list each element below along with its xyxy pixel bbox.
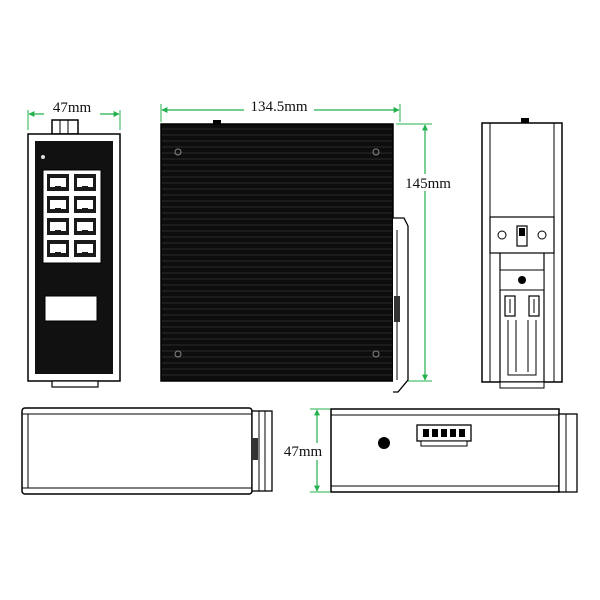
ground-screw-icon (378, 437, 390, 449)
bottom-view-right (330, 408, 578, 493)
rear-clip-hole (518, 276, 526, 284)
rj45-port (74, 196, 96, 213)
terminal-pin (441, 429, 447, 437)
front-label-window (44, 295, 98, 322)
terminal-pin (432, 429, 438, 437)
front-width-label: 47mm (53, 100, 92, 116)
screw-icon (174, 350, 182, 358)
screw-icon (372, 350, 380, 358)
side-height-label: 145mm (405, 176, 451, 192)
bottom-left-case-outline (21, 407, 253, 495)
rj45-port (74, 240, 96, 257)
dimension-side-width: 134.5mm (160, 98, 401, 122)
rj45-port (47, 196, 69, 213)
screw-icon (497, 230, 507, 240)
bottom-view-left (21, 407, 273, 495)
bottom-height-label: 47mm (284, 444, 323, 460)
rj45-port (74, 174, 96, 191)
terminal-pin (423, 429, 429, 437)
rj45-port (74, 218, 96, 235)
rj45-port (47, 218, 69, 235)
dimension-side-height: 145mm (396, 123, 458, 382)
status-led (41, 155, 45, 159)
screw-icon (537, 230, 547, 240)
terminal-pin (459, 429, 465, 437)
rj45-port (47, 240, 69, 257)
terminal-pin (450, 429, 456, 437)
screw-icon (174, 148, 182, 156)
screw-icon (372, 148, 380, 156)
rear-view (481, 118, 563, 389)
side-width-label: 134.5mm (250, 99, 307, 115)
bottom-right-end-clip (558, 413, 578, 493)
front-top-connector (51, 119, 79, 135)
side-view (160, 120, 409, 393)
terminal-pins (423, 429, 465, 437)
front-view (27, 119, 121, 388)
bottom-right-case-outline (330, 408, 560, 493)
side-heatsink-body (160, 123, 394, 382)
front-bottom-connector (51, 380, 99, 388)
dimension-bottom-height: 47mm (277, 408, 330, 493)
dimension-front-width: 47mm (27, 100, 121, 130)
rj45-port (47, 174, 69, 191)
rj45-port-group (47, 174, 96, 257)
